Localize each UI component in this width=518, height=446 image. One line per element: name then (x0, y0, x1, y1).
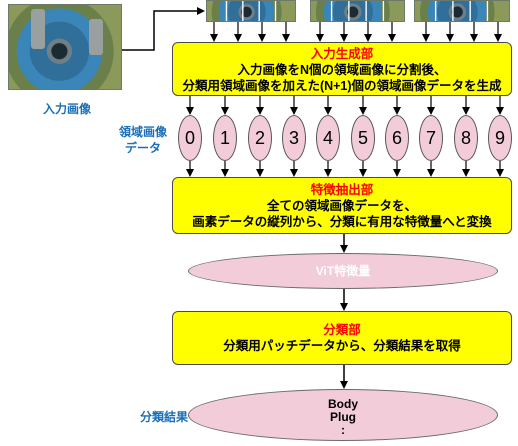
input-generation-line-1: 入力画像をN個の領域画像に分割後、 (237, 63, 447, 77)
input-photo (8, 4, 122, 90)
vit-feature-label: ViT特徴量 (315, 264, 371, 278)
result-ellipse: Body Plug : (188, 389, 498, 441)
input-generation-box: 入力生成部 入力画像をN個の領域画像に分割後、 分類用領域画像を加えた(N+1)… (172, 42, 512, 96)
region-ellipse-6: 6 (385, 115, 409, 161)
input-generation-title: 入力生成部 (310, 47, 374, 61)
split-photo-3 (414, 0, 510, 22)
region-ellipse-7: 7 (419, 115, 443, 161)
feature-extraction-box: 特徴抽出部 全ての領域画像データを、 画素データの縦列から、分類に有用な特徴量へ… (172, 177, 512, 234)
classification-result-label: 分類結果 (139, 410, 188, 424)
region-data-label-line-2: データ (124, 141, 161, 155)
region-data-label-line-1: 領域画像 (118, 125, 167, 139)
feature-extraction-line-1: 全ての領域画像データを、 (266, 199, 417, 213)
split-photo-1 (206, 0, 296, 22)
bolt-right-icon (89, 19, 103, 55)
vit-feature-ellipse: ViT特徴量 (188, 253, 498, 289)
feature-extraction-line-2: 画素データの縦列から、分類に有用な特徴量へと変換 (192, 215, 492, 229)
region-ellipse-3: 3 (282, 115, 306, 161)
region-ellipse-8: 8 (454, 115, 478, 161)
classifier-title: 分類部 (323, 323, 361, 337)
input-generation-line-2: 分類用領域画像を加えた(N+1)個の領域画像データを生成 (182, 79, 502, 93)
region-ellipse-5: 5 (351, 115, 375, 161)
region-ellipse-4: 4 (316, 115, 340, 161)
result-line-plug: Plug (330, 410, 356, 424)
bolt-left-icon (31, 9, 45, 49)
region-data-label: 領域画像 データ (108, 124, 178, 156)
classifier-line: 分類用パッチデータから、分類結果を取得 (223, 339, 461, 353)
feature-extraction-title: 特徴抽出部 (310, 183, 374, 197)
region-ellipse-9: 9 (488, 115, 512, 161)
classifier-box: 分類部 分類用パッチデータから、分類結果を取得 (172, 311, 512, 365)
input-image-label: 入力画像 (42, 102, 91, 116)
region-ellipse-2: 2 (248, 115, 272, 161)
split-photo-2 (310, 0, 405, 22)
region-ellipse-0: 0 (178, 115, 202, 161)
region-ellipse-1: 1 (213, 115, 237, 161)
result-line-more: : (341, 423, 345, 437)
result-line-body: Body (328, 397, 358, 411)
